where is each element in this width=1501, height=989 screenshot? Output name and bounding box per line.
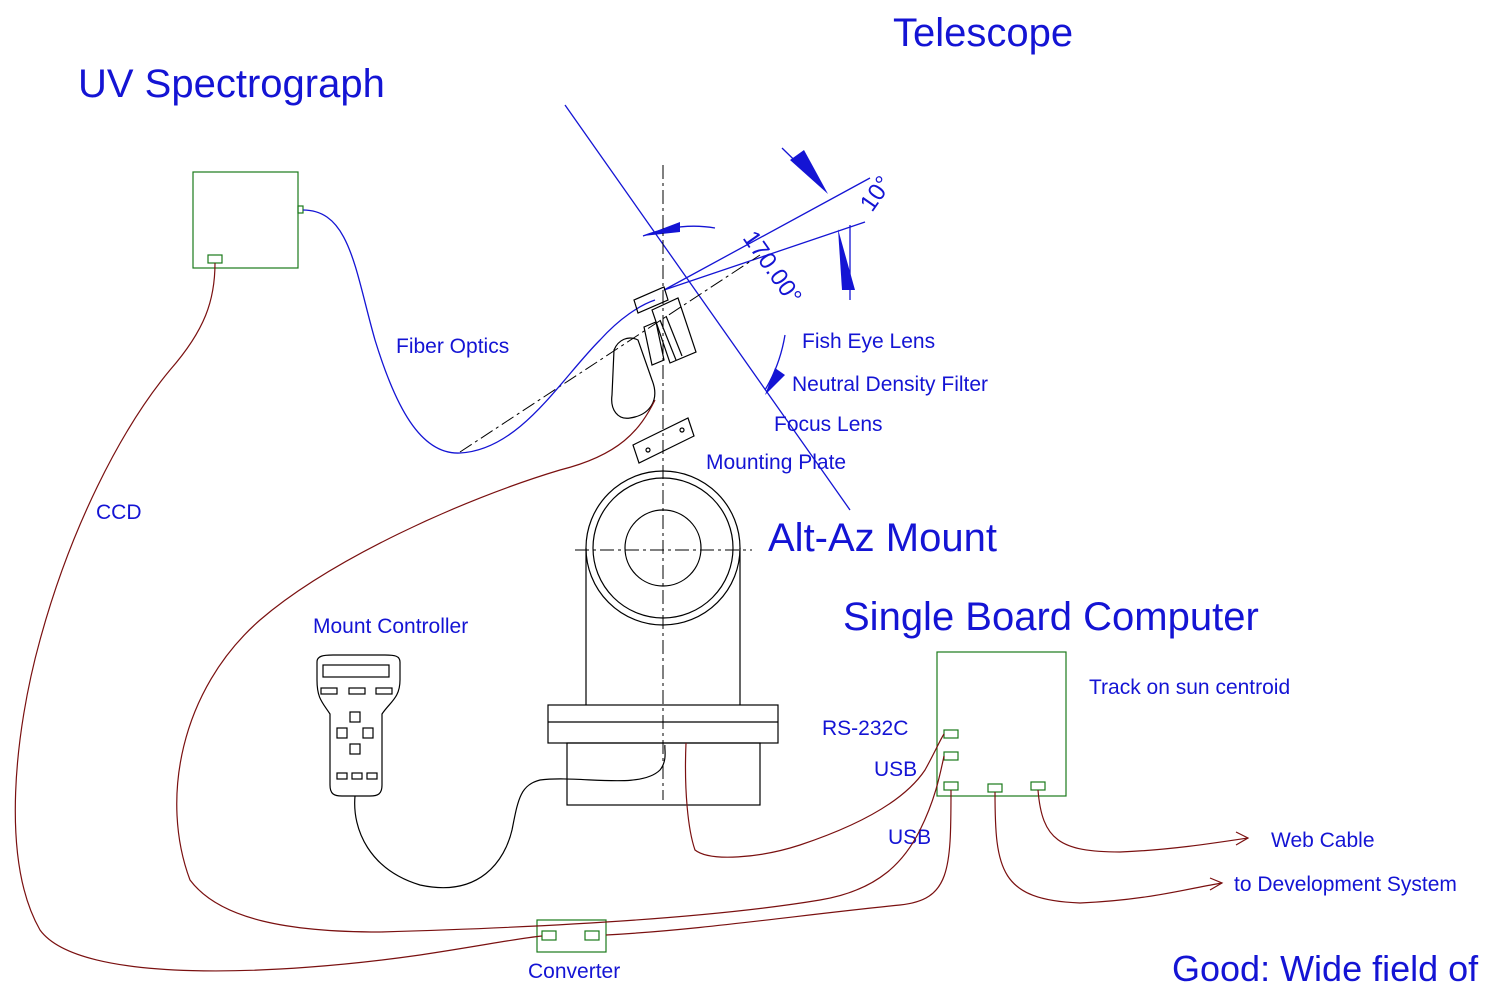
red-cables [14, 262, 1250, 972]
camera-body [611, 337, 656, 419]
mount-controller [316, 654, 401, 797]
ccd-label: CCD [96, 501, 142, 524]
arrowhead-170 [643, 222, 680, 236]
filter-line-a [659, 319, 677, 361]
controller-key-right [362, 727, 374, 739]
single-board-computer-title: Single Board Computer [843, 595, 1259, 639]
single-board-computer [936, 651, 1067, 797]
converter-label: Converter [528, 960, 620, 983]
mounting-hole-b [679, 427, 685, 433]
controller-btn-3 [375, 687, 393, 695]
converter-port-right [584, 930, 600, 941]
telescope-optics [611, 286, 697, 464]
controller-cable [354, 744, 666, 889]
good-note: Good: Wide field of [1172, 948, 1479, 989]
field-limit-lower [663, 221, 866, 291]
field-limit-upper [663, 177, 871, 291]
fish-eye-lens [633, 286, 669, 314]
mounting-plate-label: Mounting Plate [706, 451, 846, 474]
center-lines [459, 165, 761, 800]
arrowhead-upper [790, 150, 828, 194]
angle-10-label: 10° [855, 171, 898, 216]
angle-dimension [564, 104, 871, 511]
camera-usb-cable [176, 399, 945, 933]
web-arrow-icon [1235, 831, 1250, 846]
focus-lens-label: Focus Lens [774, 413, 883, 436]
controller-key-down [349, 743, 361, 755]
telescope-title: Telescope [893, 11, 1073, 55]
filter-line-b [665, 315, 683, 357]
neutral-density-filter-label: Neutral Density Filter [792, 373, 988, 396]
mount-rs232-cable [684, 733, 945, 858]
alt-az-mount [547, 470, 779, 806]
dev-arrow-icon [1209, 877, 1224, 891]
spectrograph-ccd-port [207, 254, 223, 264]
optical-axis-line [564, 104, 851, 511]
mounting-plate [632, 417, 695, 464]
controller-key-left [336, 727, 348, 739]
controller-body [316, 654, 401, 797]
dimension-arrows [643, 150, 855, 395]
arrowhead-filter [765, 368, 785, 395]
spectrograph-body [192, 171, 299, 269]
converter-body [536, 919, 607, 953]
sbc-dev-port [987, 783, 1003, 793]
converter-port-left [541, 930, 557, 941]
usb-label-1: USB [874, 758, 917, 781]
mount-hub [624, 509, 702, 587]
web-cable [1037, 789, 1249, 853]
ccd-cable [14, 262, 543, 972]
mounting-hole-a [645, 447, 651, 453]
to-dev-system-label: to Development System [1234, 873, 1457, 896]
uv-spectrograph-box [192, 171, 304, 269]
usb-label-2: USB [888, 826, 931, 849]
converter-usb-cable [605, 789, 952, 936]
mount-inner-ring [592, 477, 734, 619]
fish-eye-lens-label: Fish Eye Lens [802, 330, 935, 353]
fiber-optic-cable [302, 209, 656, 454]
angle-170-label: 170.00° [737, 226, 807, 309]
controller-display [322, 664, 390, 678]
alt-az-mount-title: Alt-Az Mount [768, 516, 997, 560]
focus-lens-block [643, 321, 665, 366]
web-cable-label: Web Cable [1271, 829, 1375, 852]
controller-small-btn-1 [336, 772, 348, 780]
sbc-usb-port-2 [943, 781, 959, 791]
converter-box [536, 919, 607, 953]
track-on-sun-label: Track on sun centroid [1089, 676, 1290, 699]
sbc-rs232-port [943, 729, 959, 739]
controller-btn-2 [348, 687, 366, 695]
arc-lower [764, 334, 786, 391]
sbc-usb-port-1 [943, 751, 959, 761]
mount-base-block [566, 742, 761, 806]
sbc-body [936, 651, 1067, 797]
mount-controller-label: Mount Controller [313, 615, 468, 638]
fiber-optics-label: Fiber Optics [396, 335, 509, 358]
spectrograph-fiber-port [297, 205, 304, 214]
uv-spectrograph-title: UV Spectrograph [78, 62, 385, 106]
controller-btn-1 [320, 687, 338, 695]
filter-housing [651, 297, 697, 364]
sbc-web-port [1030, 781, 1046, 791]
controller-small-btn-2 [351, 772, 363, 780]
optical-centerline [459, 254, 761, 453]
arrowhead-lower [838, 229, 855, 290]
controller-small-btn-3 [366, 772, 378, 780]
controller-key-up [349, 711, 361, 723]
rs232c-label: RS-232C [822, 717, 908, 740]
dev-system-cable [994, 791, 1223, 904]
